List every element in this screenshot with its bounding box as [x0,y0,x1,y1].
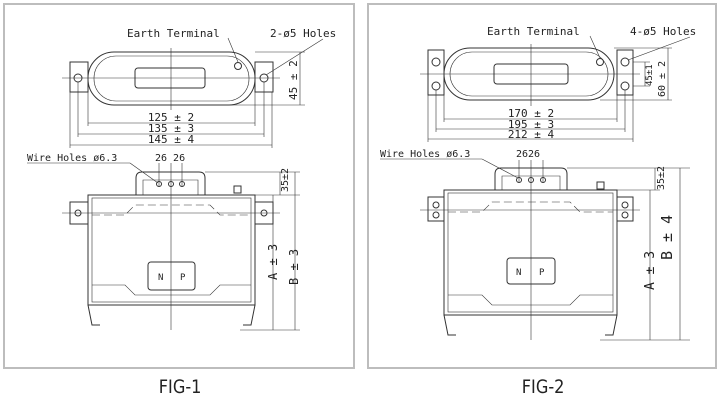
fig-1-front-view [27,162,300,331]
a-dim-label: A ± 3 [266,244,280,280]
fig-1-caption: FIG-1 [158,376,202,398]
p-terminal-label: P [539,268,545,278]
top-dim-label: 35±2 [656,166,667,190]
p-terminal-label: P [180,273,186,283]
width-dim-3: 145 ± 4 [148,133,195,146]
fig-1-top-view [62,37,324,148]
terminal-icon [233,185,242,194]
width-dim-1: 125 ± 2 [148,111,194,124]
earth-terminal-icon [596,58,604,66]
wire-holes-label: Wire Holes ø6.3 [27,153,117,164]
fig-1-panel [3,3,355,369]
width-dim-2: 135 ± 3 [148,122,194,135]
n-terminal-label: N [158,273,163,283]
earth-terminal-label: Earth Terminal [127,27,220,40]
holes-label: 2-ø5 Holes [270,27,336,40]
pitch-label: 2626 [516,149,540,160]
b-dim-label: B ± 3 [287,249,301,285]
height-dim-label: 60 ± 2 [657,61,668,97]
width-dim-2: 195 ± 3 [508,118,554,131]
wire-holes-label: Wire Holes ø6.3 [380,149,470,160]
fig-2-top-view [420,35,691,142]
n-terminal-label: N [516,268,521,278]
fig-2-front-view [380,158,690,341]
pitch-label: 26 26 [155,153,185,164]
fig-2-caption: FIG-2 [521,376,565,398]
earth-terminal-icon [234,62,242,70]
width-dim-1: 170 ± 2 [508,107,554,120]
terminal-icon [596,181,605,190]
b-dim-label: B ± 4 [658,215,676,260]
holes-label: 4-ø5 Holes [630,25,696,38]
width-dim-3: 212 ± 4 [508,128,555,141]
hole-pitch-dim-label: 45±1 [645,64,655,86]
top-dim-label: 35±2 [280,168,291,192]
height-dim-label: 45 ± 2 [287,60,300,100]
a-dim-label: A ± 3 [643,251,658,290]
earth-terminal-label: Earth Terminal [487,25,580,38]
